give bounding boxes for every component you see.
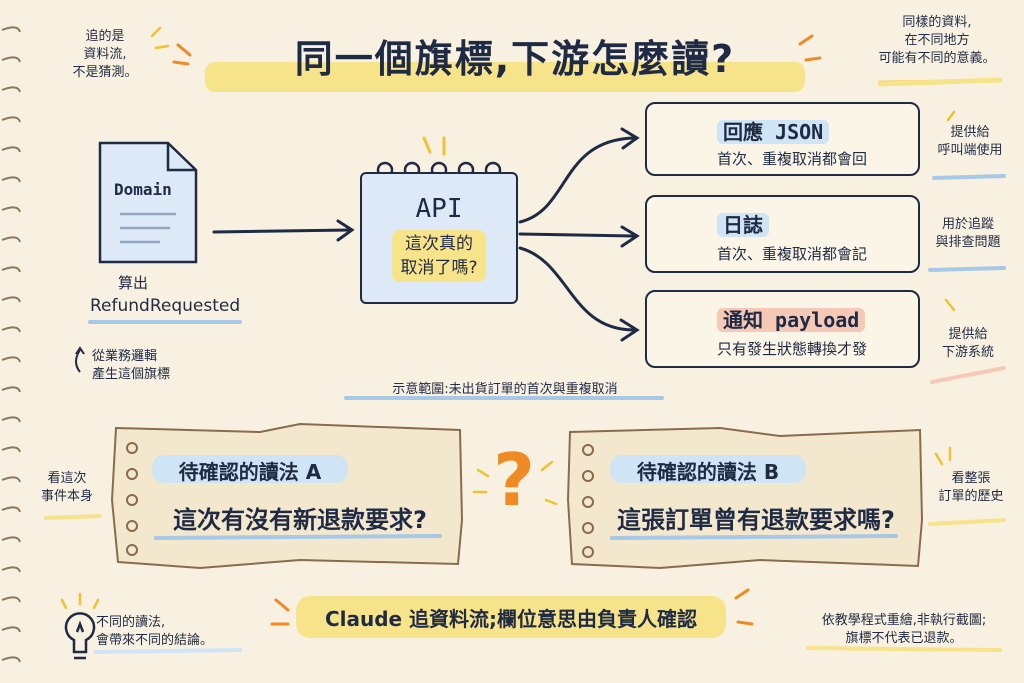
side-note-notify: 提供給 下游系統 [941, 327, 994, 360]
api-question: 這次真的 取消了嗎? [392, 230, 486, 282]
output-sub-log: 首次、重複取消都會記 [717, 245, 868, 263]
document-icon [661, 114, 695, 160]
title-highlight [205, 62, 805, 92]
reading-a-label: 待確認的讀法 A [178, 460, 322, 484]
document-large-icon [98, 141, 198, 264]
output-card-json: 回應 JSON 首次、重複取消都會回 [645, 102, 920, 176]
domain-caption-2: RefundRequested [90, 296, 241, 316]
question-mark: ? [493, 438, 535, 522]
reading-a-question: 這次有沒有新退款要求? [173, 506, 427, 534]
scope-note: 示意範圍:未出貨訂單的首次與重複取消 [392, 382, 618, 397]
api-label: API [415, 194, 463, 224]
torn-paper-b [566, 426, 924, 570]
reading-b-side-note: 看整張 訂單的歷史 [938, 471, 1004, 504]
domain-caption-1: 算出 [118, 274, 149, 292]
reading-b-question: 這張訂單曾有退款要求嗎? [617, 506, 895, 534]
side-note-log: 用於追蹤 與排查問題 [935, 217, 1001, 250]
spiral-binding [1, 26, 21, 663]
reading-b-label: 待確認的讀法 B [636, 460, 780, 484]
output-sub-json: 首次、重複取消都會回 [717, 150, 868, 168]
bottom-banner: Claude 追資料流;欄位意思由負責人確認 [324, 607, 698, 631]
api-sparks [422, 136, 446, 156]
lightbulb-drawn [64, 612, 96, 660]
database-icon [661, 207, 695, 257]
output-title-notify: 通知 payload [717, 308, 866, 332]
output-card-notify: 通知 payload 只有發生狀態轉換才發 [645, 290, 920, 368]
domain-label: Domain [114, 180, 172, 199]
reading-a-side-note: 看這次 事件本身 [40, 471, 93, 504]
domain-note: 從業務邏輯 產生這個旗標 [92, 349, 171, 382]
output-card-log: 日誌 首次、重複取消都會記 [645, 195, 920, 273]
note-top-right: 同樣的資料, 在不同地方 可能有不同的意義。 [878, 15, 996, 66]
output-sub-notify: 只有發生狀態轉換才發 [717, 340, 868, 358]
note-top-left: 追的是 資料流, 不是猜測。 [72, 29, 138, 80]
arrow-domain-to-api [212, 219, 355, 242]
page-title: 同一個旗標,下游怎麼讀? [294, 37, 736, 81]
torn-paper-a [110, 422, 464, 570]
bottom-right-note: 依教學程式重繪,非執行截圖; 旗標不代表已退款。 [821, 613, 987, 646]
api-box: API 這次真的 取消了嗎? [360, 172, 518, 304]
bottom-left-note: 不同的讀法, 會帶來不同的結論。 [96, 615, 214, 648]
output-title-log: 日誌 [717, 213, 769, 237]
title-sparks [172, 34, 822, 66]
output-title-json: 回應 JSON [717, 120, 830, 144]
arrows-api-to-outputs [518, 127, 640, 342]
side-note-json: 提供給 呼叫端使用 [937, 125, 1003, 158]
megaphone-icon [661, 306, 705, 354]
